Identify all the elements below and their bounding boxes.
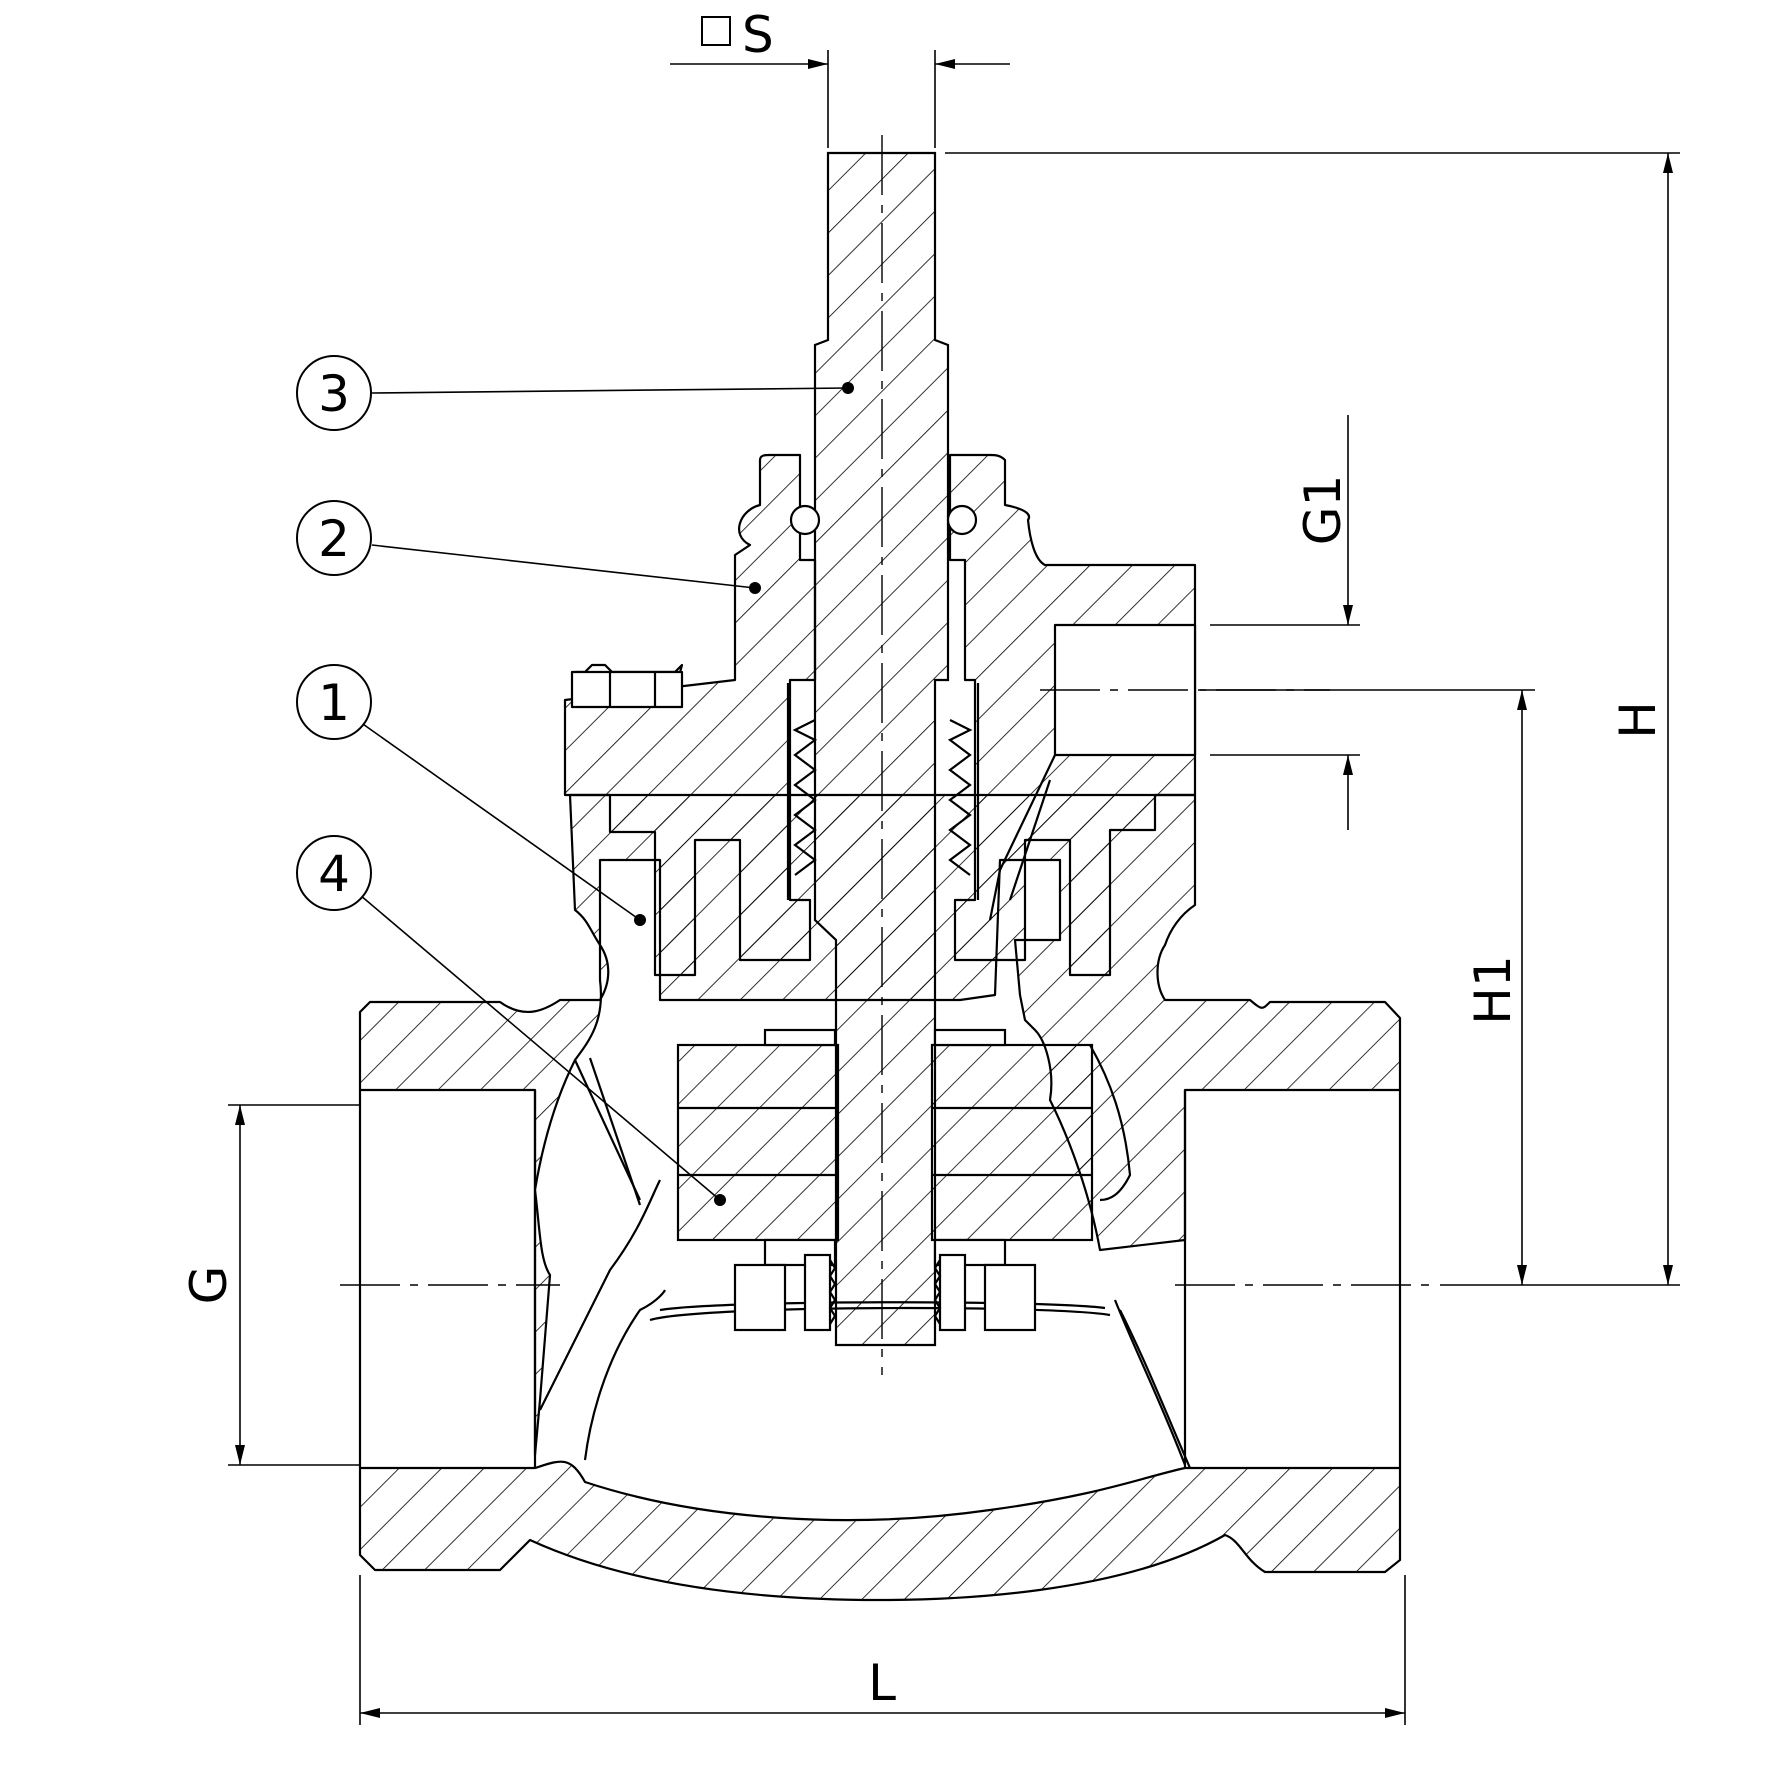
balloon-3-label: 3 [318, 365, 350, 423]
balloon-1-label: 1 [318, 674, 350, 732]
stem-upper [813, 151, 950, 1347]
balloon-2 [296, 500, 372, 576]
gland-nut-body [570, 670, 684, 709]
square-symbol [701, 16, 731, 46]
balloon-1 [296, 664, 372, 740]
dim-h-label: H [1609, 701, 1667, 739]
leader-1 [359, 721, 641, 921]
disc-right-block [930, 1043, 1094, 1242]
centre-lines [340, 135, 1435, 1375]
leader-4 [359, 894, 721, 1201]
leader-2 [371, 544, 756, 589]
o-ring-left [789, 504, 821, 536]
dim-s-label: S [742, 6, 774, 64]
dimensions [228, 50, 1680, 1725]
dim-h1-label: H1 [1464, 955, 1522, 1024]
bonnet-left [563, 453, 817, 977]
stem [786, 151, 980, 1347]
leader-dots [634, 382, 854, 1206]
balloon-3 [296, 355, 372, 431]
dim-g1-label: G1 [1294, 475, 1352, 546]
dim-l-label: L [868, 1654, 896, 1712]
body-lower-section [358, 1460, 1402, 1602]
balloon-4 [296, 835, 372, 911]
balloon-labels: 3 2 1 4 [318, 365, 350, 903]
dimension-labels: S G1 H H1 G L [180, 6, 1667, 1712]
balloon-4-label: 4 [318, 845, 350, 903]
body-upper-section [358, 793, 1402, 1457]
valve-body [358, 793, 1402, 1602]
balloon-leaders [359, 387, 849, 1201]
disc-left-block [676, 1043, 840, 1242]
o-ring-right [946, 504, 978, 536]
balloons [296, 355, 372, 911]
disc [676, 1028, 1094, 1332]
thread-right [947, 719, 973, 876]
dim-g-label: G [180, 1266, 238, 1305]
thread-left [792, 719, 818, 876]
balloon-2-label: 2 [318, 510, 350, 568]
leader-3 [371, 387, 849, 394]
